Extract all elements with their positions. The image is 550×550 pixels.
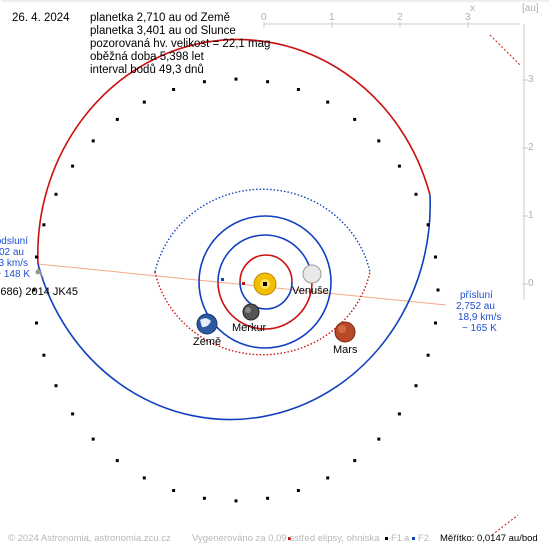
- legend-a: a: [404, 533, 410, 544]
- venus-orbit-red: [217, 281, 313, 330]
- orbit-point: [91, 139, 95, 143]
- orbit-point: [397, 412, 401, 416]
- y-tick-0: 0: [528, 278, 534, 289]
- aphelion-temp: ~ 148 K: [0, 269, 30, 280]
- info-period: oběžná doba 5,398 let: [90, 51, 204, 63]
- venus-planet-icon: [302, 264, 322, 284]
- asteroid-orbit-points: [32, 77, 440, 503]
- venus-label: Venuše: [292, 285, 329, 297]
- orbit-point: [172, 489, 176, 492]
- orbit-point: [42, 223, 46, 227]
- y-tick-2: 2: [528, 142, 534, 153]
- aphelion-distance: 5,02 au: [0, 247, 24, 258]
- orbit-point: [266, 496, 270, 500]
- y-tick-3: 3: [528, 74, 534, 85]
- asteroid-label: (69686) 2014 JK45: [0, 286, 78, 298]
- orbit-point: [142, 100, 146, 104]
- x-axis: [263, 22, 520, 28]
- x-tick-1: 1: [329, 12, 335, 23]
- venus-orbit-blue: [217, 234, 313, 283]
- orbit-point: [115, 459, 119, 463]
- legend-center: střed elipsy, ohniska: [294, 533, 380, 544]
- mars-planet-icon: [334, 321, 356, 343]
- mars-label: Mars: [333, 344, 358, 356]
- orbit-point: [326, 476, 330, 480]
- orbit-point: [426, 353, 430, 357]
- orbit-point: [172, 88, 176, 91]
- orbit-point: [91, 437, 95, 441]
- date-label: 26. 4. 2024: [12, 12, 70, 24]
- y-tick-1: 1: [528, 210, 534, 221]
- orbit-point: [234, 499, 238, 503]
- perihelion-temp: ~ 165 K: [462, 323, 497, 334]
- scale-label: Měřítko: 0,0147 au/bod: [440, 533, 538, 544]
- mercury-planet-icon: [242, 303, 260, 321]
- x-axis-label: x: [470, 3, 475, 14]
- info-distance-earth: planetka 2,710 au od Země: [90, 12, 231, 24]
- orbit-point: [353, 117, 357, 121]
- y-axis: [522, 24, 528, 300]
- earth-label: Země: [193, 336, 222, 348]
- orbit-point: [434, 255, 437, 259]
- legend-f2: F2: [418, 533, 430, 544]
- orbit-point: [377, 437, 381, 441]
- aphelion-speed: 13 km/s: [0, 258, 28, 269]
- asteroid-marker-icon: [35, 267, 44, 279]
- orbit-point: [32, 288, 36, 292]
- legend-f1: F1: [391, 533, 403, 544]
- x-tick-2: 2: [397, 12, 403, 23]
- orbit-point: [414, 384, 418, 388]
- orbit-point: [436, 288, 440, 292]
- orbit-point: [71, 412, 75, 416]
- orbit-point: [397, 164, 401, 168]
- orbit-point: [326, 100, 330, 104]
- perihelion-label: přísluní: [460, 290, 493, 301]
- orbit-point: [296, 489, 300, 492]
- unit-label: [au]: [522, 3, 539, 14]
- orbit-point: [426, 223, 430, 227]
- perihelion-distance: 2,752 au: [456, 301, 495, 312]
- orbit-point: [377, 139, 381, 143]
- orbit-point: [434, 321, 437, 325]
- x-tick-3: 3: [465, 12, 471, 23]
- perihelion-speed: 18,9 km/s: [458, 312, 502, 323]
- mars-orbit-blue: [154, 188, 371, 273]
- asteroid-orbit-red: [37, 38, 431, 265]
- orbit-point: [266, 80, 270, 84]
- x-tick-0: 0: [261, 12, 267, 23]
- asteroid-orbit-blue: [37, 194, 431, 421]
- mercury-orbit-blue: [239, 281, 293, 310]
- generated-time: Vygenerováno za 0,09 s: [192, 533, 295, 544]
- mars-orbit-red: [154, 271, 371, 356]
- orbit-point: [296, 88, 300, 91]
- copyright-link[interactable]: © 2024 Astronomia, astronomia.zcu.cz: [8, 533, 171, 544]
- orbit-point: [234, 77, 238, 81]
- orbit-point: [42, 353, 46, 357]
- info-interval: interval bodů 49,3 dnů: [90, 64, 204, 76]
- orbit-point: [414, 192, 418, 196]
- info-distance-sun: planetka 3,401 au od Slunce: [90, 25, 236, 37]
- orbit-point: [71, 164, 75, 168]
- orbit-point: [54, 192, 58, 196]
- mercury-orbit-red: [239, 254, 293, 283]
- mercury-label: Merkur: [232, 322, 267, 334]
- orbit-point: [353, 459, 357, 463]
- earth-orbit: [198, 215, 332, 349]
- aphelion-label: odsluní: [0, 236, 28, 247]
- orbit-point: [54, 384, 58, 388]
- orbit-point: [202, 496, 206, 500]
- orbit-point: [202, 80, 206, 84]
- orbit-point: [115, 117, 119, 121]
- orbit-point: [35, 255, 38, 259]
- orbit-point: [35, 321, 38, 325]
- info-magnitude: pozorovaná hv. velikost = 22,1 mag: [90, 38, 271, 50]
- orbit-point: [142, 476, 146, 480]
